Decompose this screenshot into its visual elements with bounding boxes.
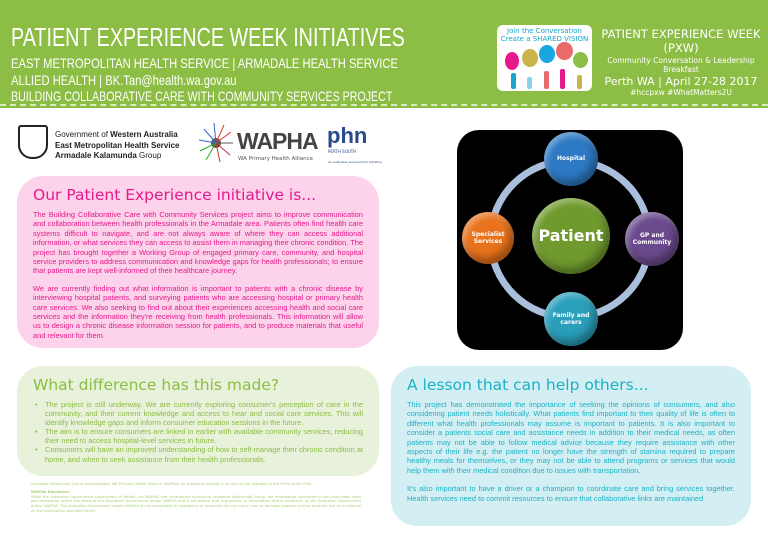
speech-bubble-icon (522, 49, 538, 67)
wa-crest-icon (18, 125, 48, 159)
conversation-logo: Join the Conversation Create a SHARED VI… (497, 25, 592, 91)
poster-header: PATIENT EXPERIENCE WEEK INITIATIVES EAST… (0, 0, 768, 108)
phn-subtitle: PERTH SOUTH (328, 149, 357, 154)
speech-bubble-icon (505, 52, 519, 70)
funding-acknowledgement: Armadale Kalamunda Group acknowledges WA… (31, 482, 312, 486)
phn-tagline: An Australian Government Initiative (328, 160, 382, 164)
wapha-logo: WAPHA (237, 128, 319, 154)
logo-text-1: Join the Conversation (507, 27, 582, 35)
footer-disclaimer: Armadale Kalamunda Group acknowledges WA… (31, 482, 361, 514)
initiative-paragraph-2: We are currently finding out what inform… (33, 283, 363, 340)
partner-logos: Government of Western Australia East Met… (15, 120, 382, 165)
difference-list: The project is still underway. We are cu… (33, 400, 363, 464)
event-title: PATIENT EXPERIENCE WEEK (PXW) (601, 27, 761, 56)
project-line: BUILDING COLLABORATIVE CARE WITH COMMUNI… (11, 88, 393, 104)
wapha-starburst-icon (198, 122, 233, 163)
difference-panel: What difference has this made? The proje… (17, 366, 379, 476)
list-item: The aim is to ensure consumers are linke… (33, 427, 363, 445)
difference-heading: What difference has this made? (33, 376, 280, 394)
person-icon (577, 75, 582, 89)
lesson-paragraph-2: It's also important to have a driver or … (407, 484, 735, 503)
gov-line-3b: Group (136, 151, 162, 160)
speech-bubble-icon (573, 52, 588, 68)
lesson-panel: A lesson that can help others... This pr… (391, 366, 751, 526)
lesson-heading: A lesson that can help others... (407, 376, 649, 394)
gov-line-1b: Western Australia (110, 130, 178, 139)
initiative-paragraph-1: The Building Collaborative Care with Com… (33, 210, 363, 276)
government-logo-text: Government of Western Australia East Met… (55, 130, 179, 162)
initiative-heading: Our Patient Experience initiative is... (33, 186, 317, 204)
node-gp-community: GP and Community (625, 212, 679, 266)
node-hospital: Hospital (544, 132, 598, 186)
node-patient: Patient (532, 198, 610, 274)
gov-line-2: East Metropolitan Health Service (55, 140, 180, 150)
lesson-paragraph-1: This project has demonstrated the import… (407, 400, 735, 475)
event-info: PATIENT EXPERIENCE WEEK (PXW) Community … (595, 27, 767, 98)
person-icon (527, 77, 532, 89)
logo-text-2: Create a SHARED VISION (500, 35, 589, 43)
contact-line: ALLIED HEALTH | BK.Tan@health.wa.gov.au (11, 72, 237, 88)
wapha-subtitle: WA Primary Health Alliance (238, 156, 314, 162)
node-specialist-services: Specialist Services (462, 212, 514, 264)
gov-line-1a: Government of (55, 130, 111, 139)
phn-logo: phn (327, 123, 368, 148)
organisation-line: EAST METROPOLITAN HEALTH SERVICE | ARMAD… (11, 55, 398, 71)
header-divider (0, 104, 768, 106)
list-item: Consumers will have an improved understa… (33, 445, 363, 463)
speech-bubble-icon (539, 45, 555, 63)
gov-line-3a: Armadale Kalamunda (55, 151, 137, 160)
disclaimer-heading: WAPHA Disclaimer (31, 489, 70, 494)
event-subtitle: Community Conversation & Leadership Brea… (607, 55, 755, 75)
event-hashtags: #hccpxw #WhatMatters2U (630, 88, 732, 98)
patient-care-diagram: Patient Hospital GP and Community Family… (457, 130, 683, 350)
poster-title: PATIENT EXPERIENCE WEEK INITIATIVES (11, 22, 405, 52)
person-icon (560, 69, 565, 89)
event-place-date: Perth WA | April 27-28 2017 (604, 74, 758, 88)
person-icon (511, 73, 516, 89)
initiative-panel: Our Patient Experience initiative is... … (17, 176, 379, 348)
list-item: The project is still underway. We are cu… (33, 400, 363, 427)
node-family-carers: Family and carers (544, 292, 598, 346)
disclaimer-text: While the Australian Government Departme… (31, 494, 361, 513)
speech-bubble-icon (556, 42, 573, 60)
person-icon (544, 71, 549, 89)
